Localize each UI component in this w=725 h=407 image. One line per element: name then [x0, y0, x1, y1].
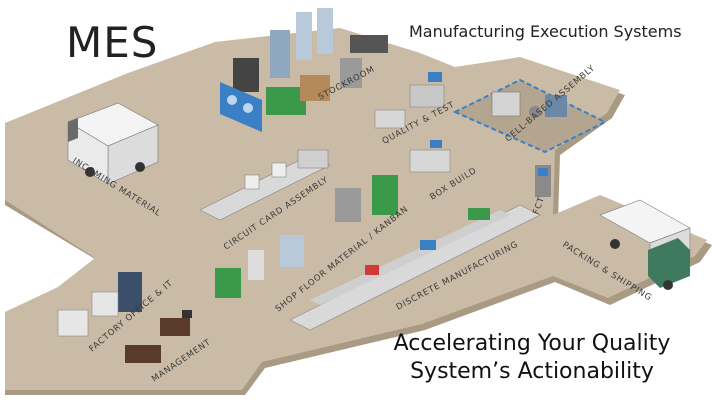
dashboard-screen: [220, 82, 262, 132]
circuit-card-line: [199, 149, 331, 221]
shipping-truck: [599, 199, 691, 290]
tagline-line-1: Accelerating Your Quality: [393, 331, 671, 356]
incoming-truck: [67, 102, 159, 185]
stockroom-racks: [233, 8, 388, 115]
page-title: MES: [66, 18, 159, 67]
fct-station: [535, 165, 551, 197]
cell-based-assembly-area: [452, 78, 608, 154]
quality-test-station: [374, 72, 445, 129]
tagline: Accelerating Your Quality System’s Actio…: [387, 330, 677, 386]
discrete-manufacturing-line: [289, 204, 541, 331]
page-subtitle: Manufacturing Execution Systems: [409, 22, 682, 41]
office-area: [57, 272, 192, 363]
box-build-station: [409, 140, 451, 173]
tagline-line-2: System’s Actionability: [410, 359, 654, 384]
kanban-racks: [215, 175, 398, 298]
